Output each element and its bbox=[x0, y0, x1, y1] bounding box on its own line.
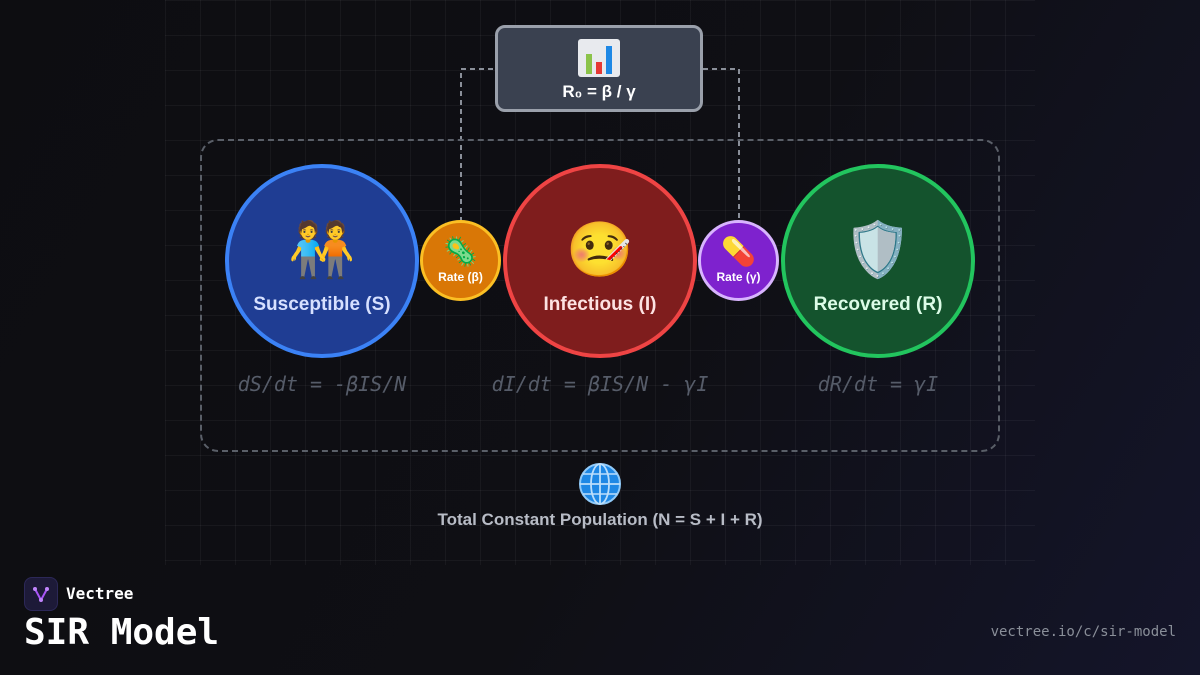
vectree-logo-icon[interactable] bbox=[24, 577, 58, 611]
infectious-label: Infectious (I) bbox=[543, 294, 657, 315]
people-icon: 🧑‍🤝‍🧑 bbox=[288, 220, 356, 280]
shield-icon: 🛡️ bbox=[844, 220, 912, 280]
recovered-equation: dR/dt = γI bbox=[817, 372, 939, 396]
susceptible-node: 🧑‍🤝‍🧑 Susceptible (S) bbox=[225, 164, 419, 358]
infectious-equation: dI/dt = βIS/N - γI bbox=[491, 372, 709, 396]
recovered-node: 🛡️ Recovered (R) bbox=[781, 164, 975, 358]
infection-rate-node: 🦠 Rate (β) bbox=[420, 220, 501, 301]
sick-face-icon: 🤒 bbox=[566, 220, 634, 280]
recovery-rate-label: Rate (γ) bbox=[716, 270, 761, 284]
recovery-rate-node: 💊 Rate (γ) bbox=[698, 220, 779, 301]
page-title: SIR Model bbox=[24, 612, 220, 653]
population-label: Total Constant Population (N = S + I + R… bbox=[437, 510, 763, 529]
bar-chart-icon bbox=[578, 39, 620, 77]
brand-name[interactable]: Vectree bbox=[66, 584, 134, 603]
susceptible-label: Susceptible (S) bbox=[253, 294, 391, 315]
susceptible-equation: dS/dt = -βIS/N bbox=[237, 372, 407, 396]
globe-icon bbox=[579, 463, 621, 505]
microbe-icon: 🦠 bbox=[443, 236, 478, 267]
page-url[interactable]: vectree.io/c/sir-model bbox=[990, 624, 1176, 640]
pill-icon: 💊 bbox=[721, 236, 756, 267]
infectious-node: 🤒 Infectious (I) bbox=[503, 164, 697, 358]
recovered-label: Recovered (R) bbox=[813, 294, 943, 315]
r0-formula-box: R₀ = β / γ bbox=[495, 25, 703, 112]
compartment-container bbox=[200, 139, 1000, 452]
r0-formula: R₀ = β / γ bbox=[562, 82, 636, 101]
infection-rate-label: Rate (β) bbox=[438, 270, 483, 284]
logo-mark-icon bbox=[33, 587, 49, 603]
